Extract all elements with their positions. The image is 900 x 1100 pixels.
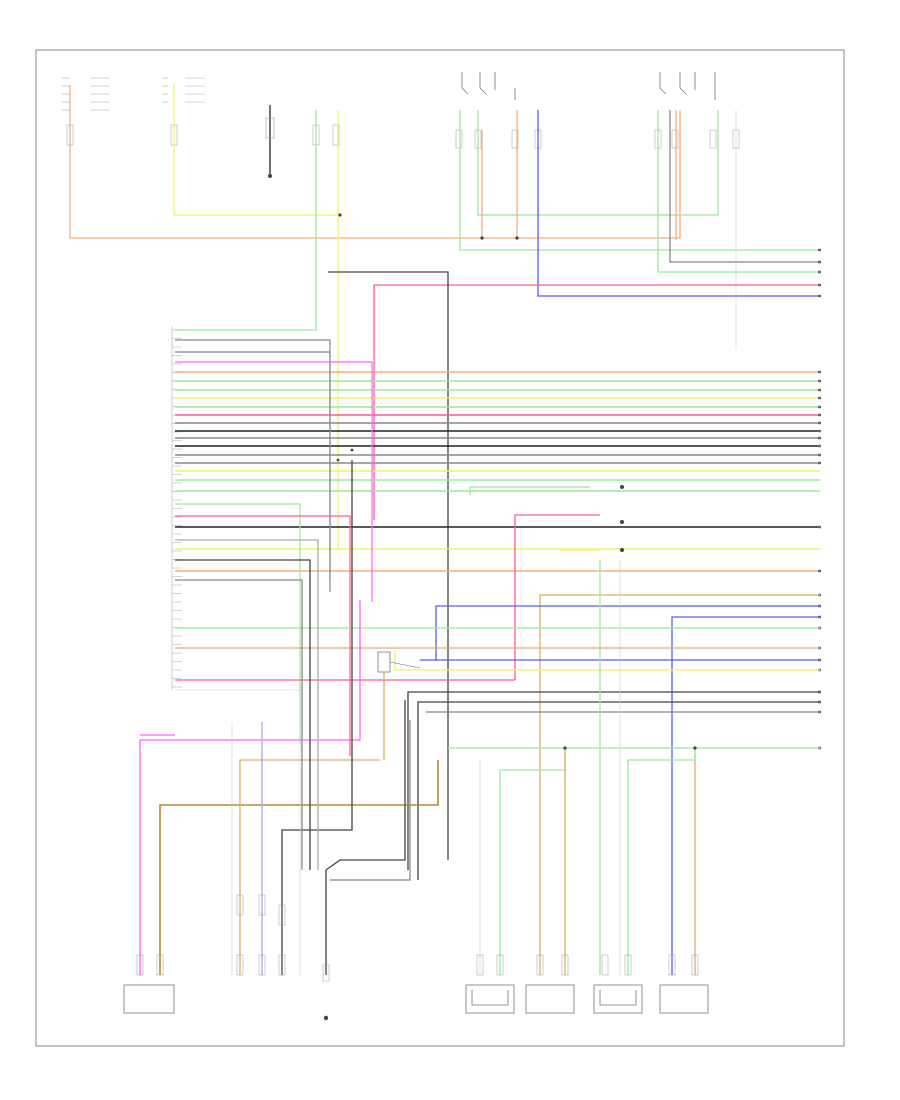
relay-switch-symbols bbox=[461, 72, 716, 100]
connector-stubs-top bbox=[66, 124, 740, 149]
right-connector-ticks bbox=[818, 248, 821, 750]
junction-dots-lower bbox=[323, 746, 697, 1021]
mid-branch-wires bbox=[175, 486, 820, 975]
wire-end-tick bbox=[818, 294, 821, 298]
wire-end-tick bbox=[818, 405, 821, 409]
wire-end-tick bbox=[818, 388, 821, 392]
junction-dots-top bbox=[336, 213, 519, 462]
wire-end-tick bbox=[818, 569, 821, 573]
top-left-connector-block bbox=[62, 77, 110, 111]
short-wire bbox=[175, 361, 373, 602]
wire-end-tick bbox=[818, 525, 821, 529]
wire-end-tick bbox=[818, 270, 821, 274]
harness-wires bbox=[175, 339, 820, 756]
bottom-components bbox=[123, 984, 709, 1014]
wire-end-tick bbox=[818, 396, 821, 400]
wire-end-tick bbox=[818, 444, 821, 448]
wire-end-tick bbox=[818, 379, 821, 383]
component-box-5 bbox=[659, 984, 709, 1014]
short-wire bbox=[175, 351, 331, 592]
distributor-symbol bbox=[265, 105, 275, 178]
lower-wires bbox=[139, 460, 621, 975]
diagram-frame bbox=[35, 49, 845, 1047]
wire-end-tick bbox=[818, 436, 821, 440]
sensor-resistor-symbol bbox=[377, 651, 421, 760]
component-box-1 bbox=[123, 984, 175, 1014]
wire-end-tick bbox=[818, 260, 821, 264]
short-wire bbox=[175, 339, 331, 580]
wire-end-tick bbox=[818, 421, 821, 425]
component-box-4 bbox=[593, 984, 643, 1014]
component-box-3 bbox=[525, 984, 575, 1014]
top-wires bbox=[69, 85, 820, 860]
wire-end-tick bbox=[818, 248, 821, 252]
wire-end-tick bbox=[818, 461, 821, 465]
wire-end-tick bbox=[818, 283, 821, 287]
ignition-switch-block bbox=[162, 77, 205, 103]
wire-end-tick bbox=[818, 429, 821, 433]
component-box-2 bbox=[465, 984, 515, 1014]
short-wire bbox=[175, 515, 351, 756]
wire-end-tick bbox=[818, 413, 821, 417]
wire-end-tick bbox=[818, 453, 821, 457]
short-wire bbox=[175, 503, 301, 744]
wire-end-tick bbox=[818, 370, 821, 374]
right-notes bbox=[620, 485, 624, 552]
connector-stubs-bottom bbox=[136, 894, 699, 982]
